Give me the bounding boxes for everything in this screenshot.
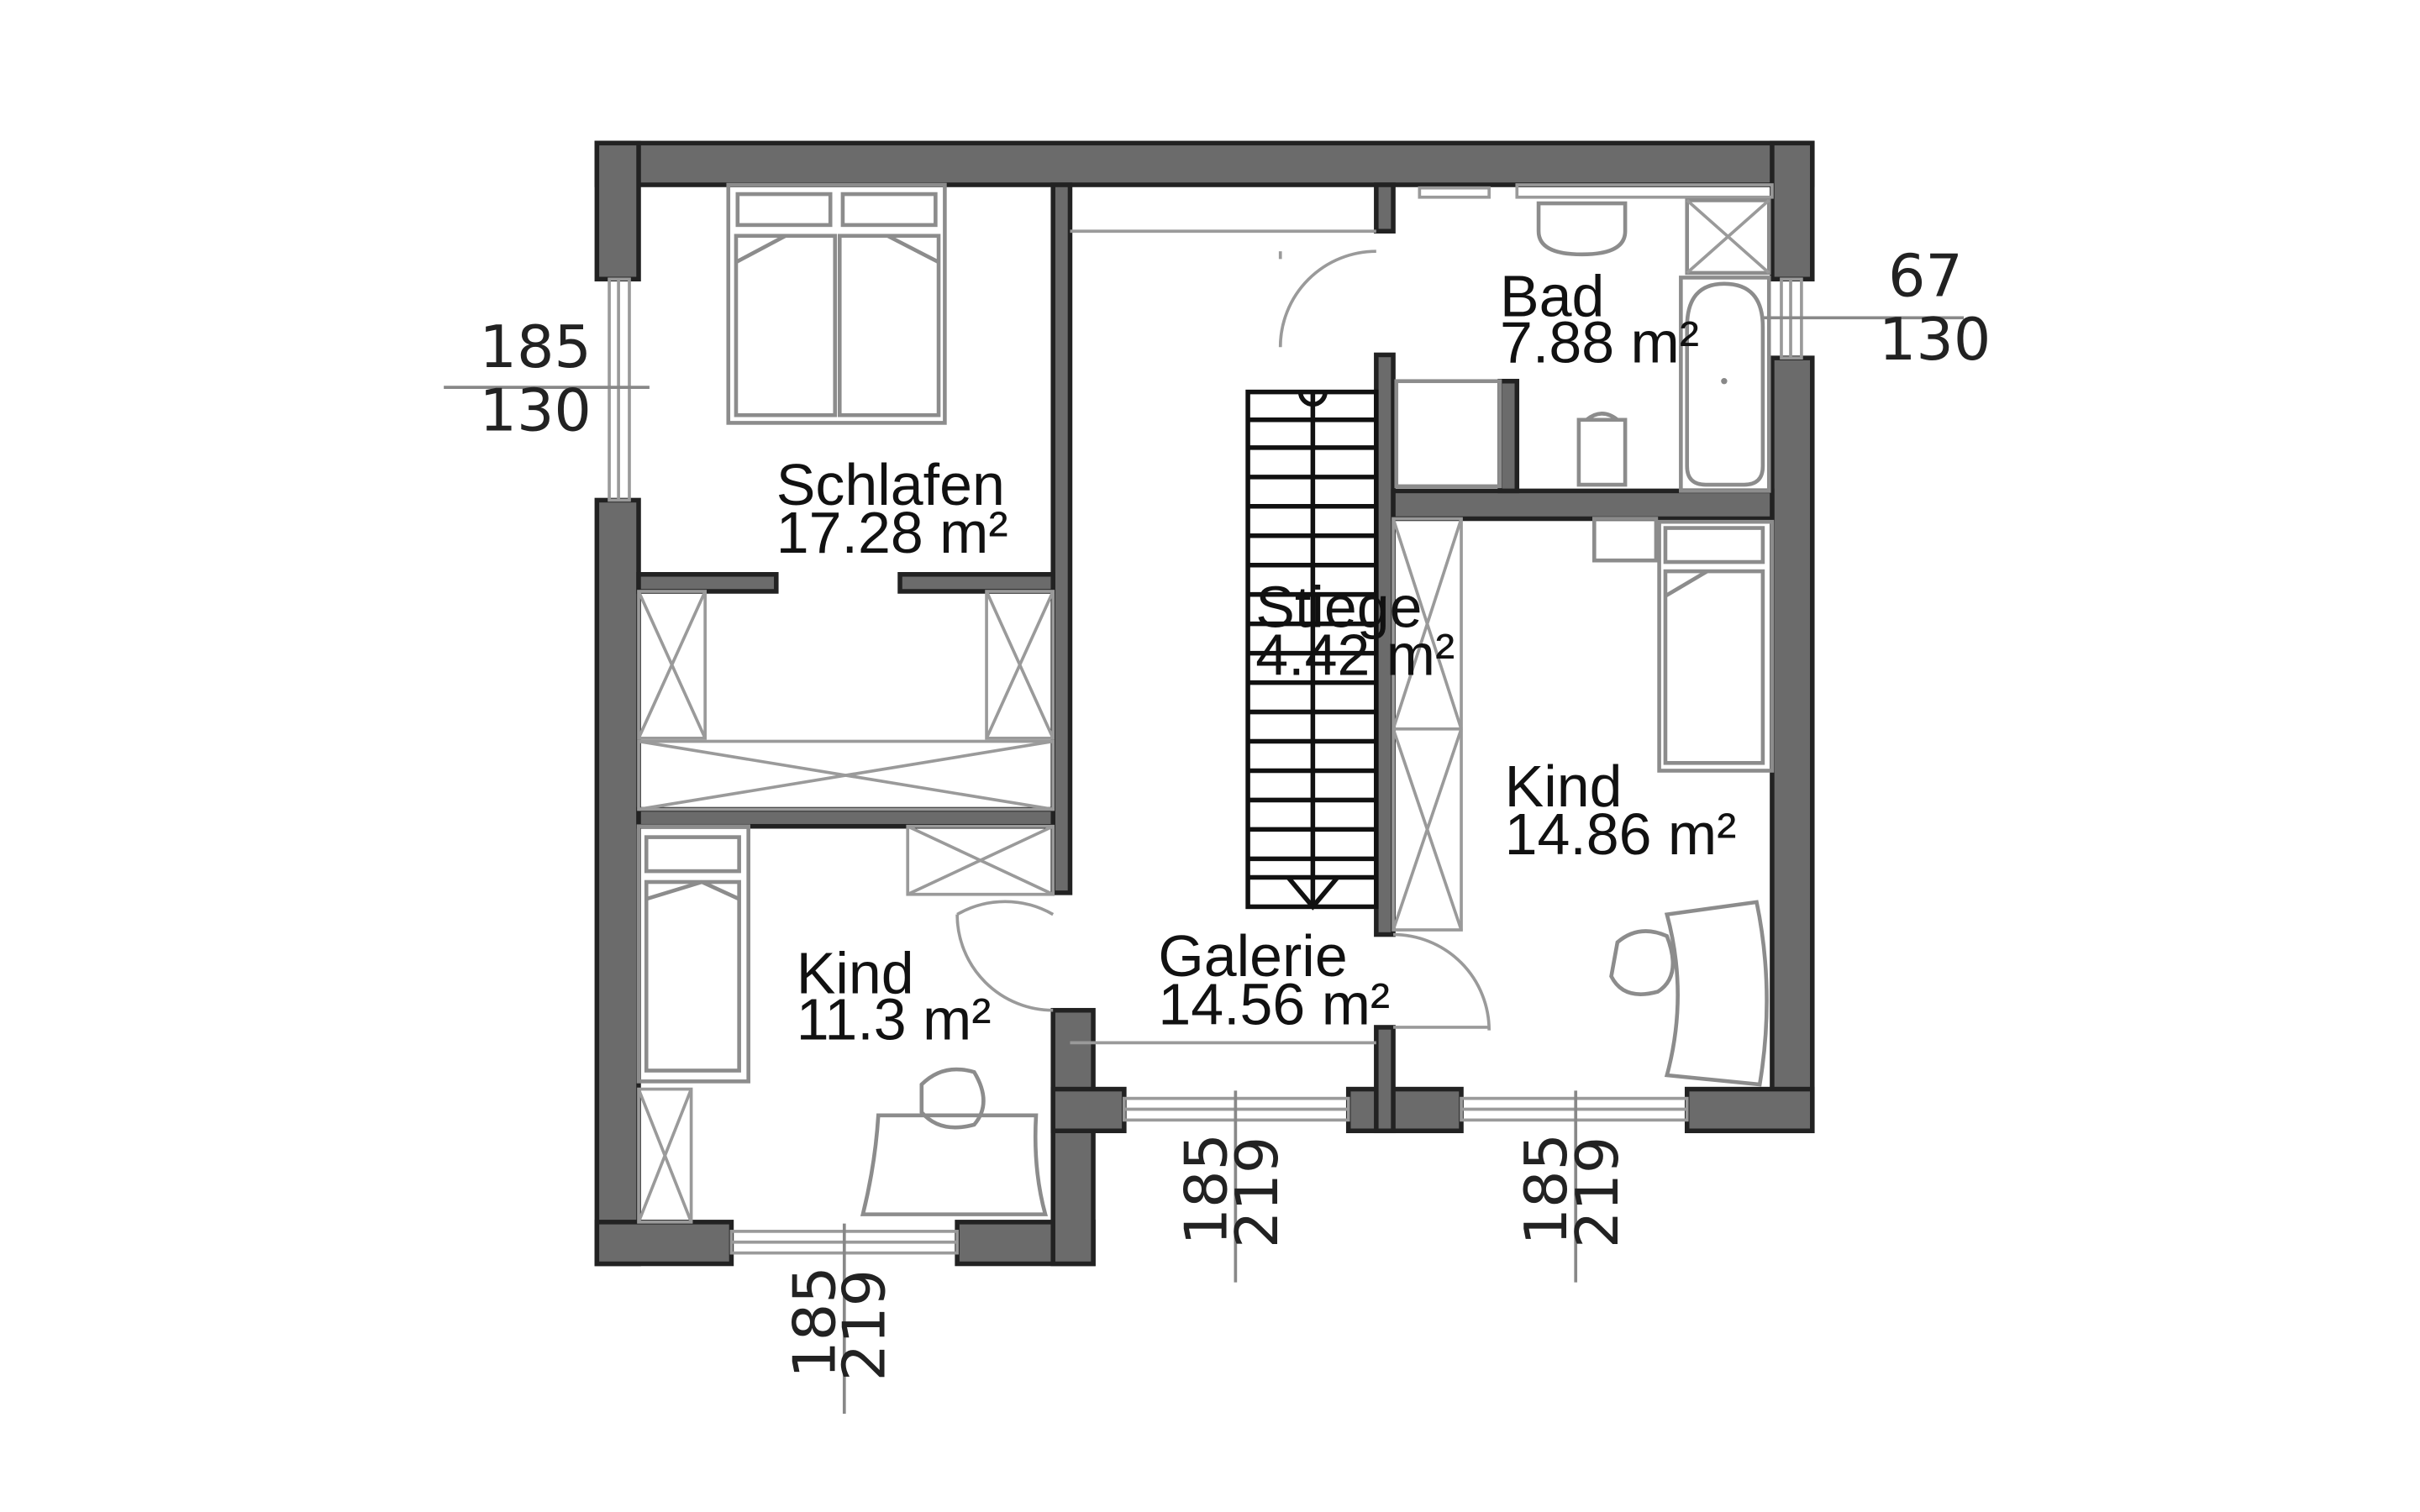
dim-right-bottom: 130: [1879, 306, 1991, 374]
room-name-kind-right: Kind: [1505, 753, 1623, 819]
dimension-lines: [444, 316, 1965, 1415]
room-area-stiege: 4.42 m²: [1255, 622, 1455, 687]
dim-bottom-mid-b: 219: [1223, 1137, 1292, 1248]
dim-right-top: 67: [1888, 243, 1963, 311]
room-name-galerie: Galerie: [1158, 923, 1347, 989]
dim-bottom-left-b: 219: [831, 1269, 899, 1381]
dim-bottom-mid-a: 185: [1172, 1133, 1240, 1245]
room-labels: Schlafen 17.28 m² Bad 7.88 m² Stiege 4.4…: [776, 263, 1737, 1052]
room-area-galerie: 14.56 m²: [1158, 971, 1390, 1037]
furniture: [636, 182, 1775, 1224]
room-name-kind-left: Kind: [797, 940, 914, 1005]
room-name-stiege: Stiege: [1255, 574, 1422, 639]
room-area-kind-left: 11.3 m²: [797, 987, 992, 1053]
room-name-schlafen: Schlafen: [776, 452, 1005, 517]
dimension-labels: 185 130 67 130 185 219 185 219 185 219: [479, 243, 1991, 1382]
dim-left-top: 185: [479, 313, 591, 381]
dim-bottom-right-a: 185: [1512, 1133, 1581, 1245]
room-area-schlafen: 17.28 m²: [776, 500, 1008, 565]
stair-steps: [1248, 391, 1376, 911]
dim-left-bottom: 130: [479, 377, 591, 445]
dim-bottom-left-a: 185: [781, 1266, 850, 1378]
room-name-bad: Bad: [1500, 263, 1604, 328]
room-area-kind-right: 14.86 m²: [1505, 801, 1737, 867]
room-area-bad: 7.88 m²: [1500, 310, 1699, 375]
dim-bottom-right-b: 219: [1564, 1137, 1632, 1248]
